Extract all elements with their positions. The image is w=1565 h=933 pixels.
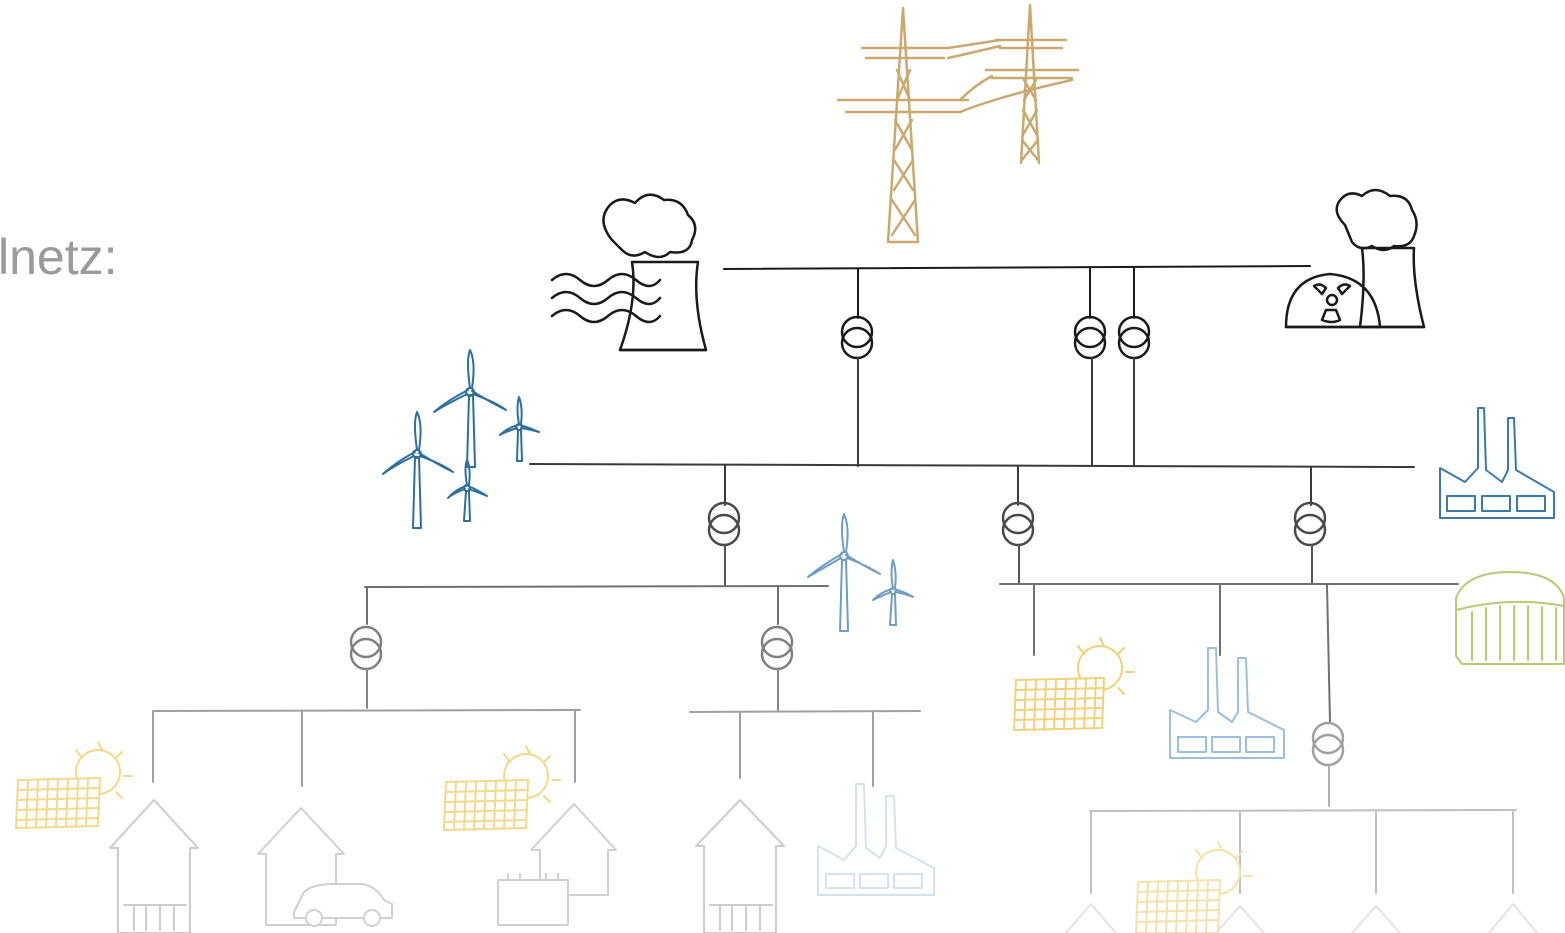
low-voltage-bus-middle [689, 710, 921, 787]
low-voltage-bus-right [1089, 809, 1517, 894]
solar-panel-icon [15, 741, 133, 829]
house-with-car-icon [257, 807, 393, 927]
factory-icon [1439, 407, 1555, 519]
medium-voltage-bus-right [999, 583, 1459, 723]
house-icon [109, 799, 199, 933]
transformer-icon [1117, 315, 1151, 360]
transformer-icon [1073, 315, 1107, 360]
hydro-power-plant-icon [550, 193, 708, 352]
solar-panel-icon [1135, 841, 1253, 933]
transformer-icon [840, 315, 874, 360]
extra-high-voltage-bus [723, 265, 1311, 319]
biogas-plant-icon [1455, 571, 1565, 665]
house-roofs-icon [1065, 903, 1538, 933]
nuclear-power-plant-icon [1284, 188, 1426, 329]
factory-icon [1169, 647, 1285, 759]
transformer-icon [760, 625, 794, 671]
medium-voltage-bus-left [364, 585, 829, 625]
high-voltage-bus [529, 463, 1415, 506]
wind-turbines-icon [807, 513, 914, 632]
transformer-icon [1293, 501, 1327, 547]
transformer-icon [1311, 721, 1345, 767]
transformer-icon [349, 625, 383, 671]
factory-icon [817, 783, 935, 896]
grid-label: lnetz: [0, 229, 118, 285]
solar-panel-icon [443, 745, 561, 831]
transformer-icon [1001, 501, 1035, 547]
transmission-pylons-icon [836, 3, 1080, 244]
house-icon [695, 799, 785, 933]
wind-farm-icon [382, 349, 540, 529]
solar-panel-icon [1013, 637, 1135, 731]
house-with-battery-icon [497, 803, 617, 926]
transformer-icon [707, 501, 741, 547]
low-voltage-bus-left [152, 709, 581, 787]
